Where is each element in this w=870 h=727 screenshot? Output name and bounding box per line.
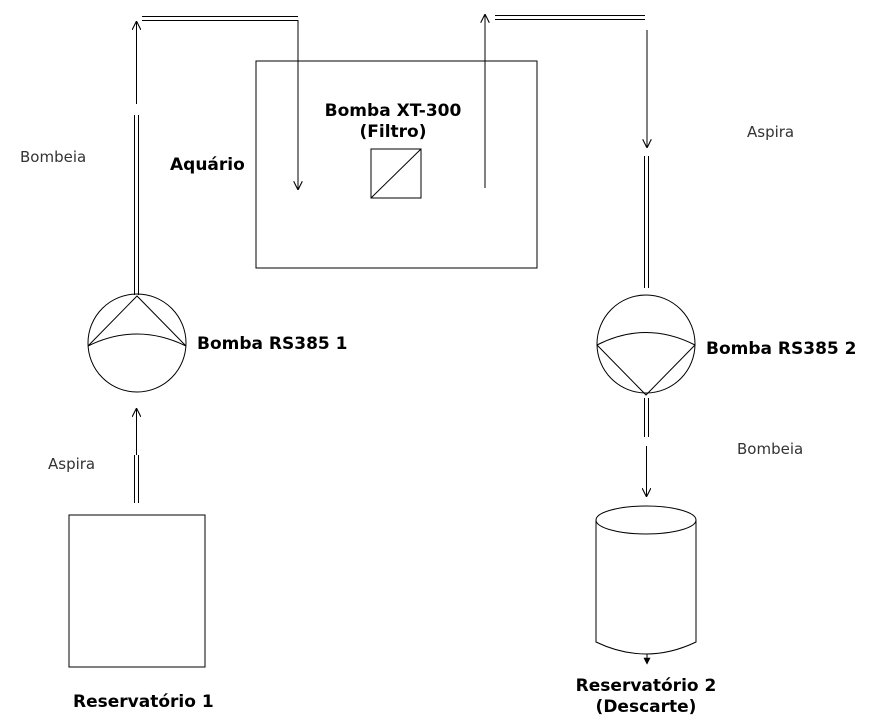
right-pipe-segment-lower [645, 398, 649, 496]
reservoir-2-label: Reservatório 2 (Descarte) [576, 676, 717, 718]
pump-2-label: Bomba RS385 2 [706, 339, 857, 359]
reservoir-1-tank [68, 514, 206, 668]
right-pumps-label: Bombeia [737, 440, 804, 458]
pump-rs385-1-symbol [87, 293, 187, 393]
filter-pump-symbol [370, 148, 422, 199]
reservoir-2-name: Reservatório 2 [575, 676, 717, 696]
right-pipe-top-horizontal [485, 15, 647, 188]
reservoir-2-cylinder [595, 505, 697, 655]
left-pumps-label: Bombeia [20, 148, 87, 166]
reservoir-2-role: (Descarte) [595, 697, 697, 717]
pump-rs385-2-symbol [596, 294, 696, 396]
filter-pump-label: Bomba XT-300 (Filtro) [325, 101, 462, 143]
left-pipe-top-horizontal [142, 16, 298, 190]
filter-pump-role: (Filtro) [359, 122, 427, 142]
aquarium-tank [255, 60, 538, 269]
left-pipe-segment-upper [135, 22, 139, 295]
right-sucks-label: Aspira [747, 123, 795, 141]
aquarium-label: Aquário [170, 155, 245, 175]
left-pipe-segment-lower [135, 409, 139, 503]
pump-1-label: Bomba RS385 1 [197, 334, 348, 354]
reservoir-1-label: Reservatório 1 [73, 692, 214, 712]
filter-pump-name: Bomba XT-300 [324, 101, 462, 121]
left-sucks-label: Aspira [48, 455, 96, 473]
right-pipe-segment-upper [644, 156, 649, 288]
